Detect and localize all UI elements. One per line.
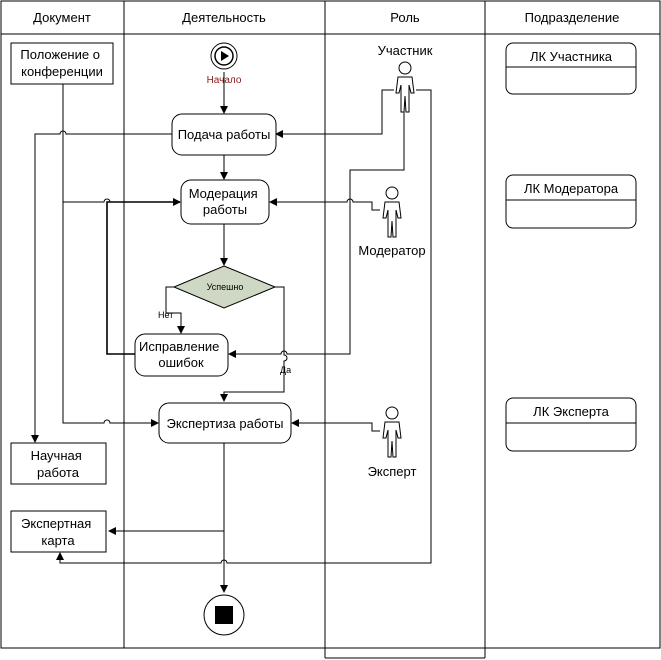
activity-fix-errors-line2: ошибок xyxy=(158,355,204,370)
document-expert-card[interactable]: Экспертная карта xyxy=(10,510,107,553)
flow-participant-to-submit xyxy=(275,89,394,138)
activity-submit-work[interactable]: Подача работы xyxy=(171,113,277,156)
department-moderator-cabinet[interactable]: ЛК Модератора xyxy=(505,174,637,229)
document-scientific-work[interactable]: Научная работа xyxy=(10,442,107,485)
flow-expert-to-expertise xyxy=(291,419,380,432)
svg-text:Экспертная карта: Экспертная карта xyxy=(21,516,95,548)
activity-fix-errors-line1: Исправление xyxy=(139,339,219,354)
activity-fix-errors[interactable]: Исправление ошибок xyxy=(134,333,229,377)
flow-decision-yes xyxy=(220,286,288,402)
document-conference-regulation-line1: Положение о xyxy=(20,47,100,62)
lane-header-role: Роль xyxy=(390,10,420,25)
start-icon xyxy=(210,42,238,70)
activity-moderation-line2: работы xyxy=(203,202,247,217)
flow-decision-no xyxy=(165,286,185,334)
decision-success-label: Успешно xyxy=(207,282,244,292)
department-expert-cabinet[interactable]: ЛК Эксперта xyxy=(505,397,637,452)
department-expert-cabinet-label: ЛК Эксперта xyxy=(533,404,609,419)
svg-text:Модерация работы: Модерация работы xyxy=(189,186,262,217)
svg-text:Экспертиза работы: Экспертиза работы xyxy=(166,416,283,431)
branch-label-yes: Да xyxy=(280,365,291,375)
branch-label-no: Нет xyxy=(158,310,173,320)
actor-participant-icon xyxy=(395,61,415,113)
actor-moderator-icon xyxy=(382,186,402,238)
lane-header-activity: Деятельность xyxy=(182,10,266,25)
actor-expert-label: Эксперт xyxy=(368,464,417,479)
department-participant-cabinet[interactable]: ЛК Участника xyxy=(505,42,637,95)
activity-expertise[interactable]: Экспертиза работы xyxy=(158,402,292,444)
start-label: Начало xyxy=(207,75,242,86)
department-participant-cabinet-label: ЛК Участника xyxy=(530,49,613,64)
flow-regulation-to-activities xyxy=(62,84,180,203)
flow-participant-to-fix xyxy=(228,112,405,358)
svg-text:Научная работа: Научная работа xyxy=(31,448,86,480)
document-expert-card-line2: карта xyxy=(41,533,75,548)
end-icon xyxy=(203,594,245,636)
document-expert-card-line1: Экспертная xyxy=(21,516,91,531)
department-moderator-cabinet-label: ЛК Модератора xyxy=(524,181,619,196)
decision-success[interactable]: Успешно xyxy=(172,265,277,309)
document-scientific-work-line1: Научная xyxy=(31,448,82,463)
activity-moderation[interactable]: Модерация работы xyxy=(180,179,270,225)
actor-expert-icon xyxy=(382,406,402,458)
document-conference-regulation[interactable]: Положение о конференции xyxy=(10,42,114,85)
activity-expertise-label: Экспертиза работы xyxy=(166,416,283,431)
document-conference-regulation-line2: конференции xyxy=(21,64,103,79)
actor-moderator-label: Модератор xyxy=(358,243,425,258)
svg-text:Положение о конференции: Положение о конференции xyxy=(20,47,103,79)
lane-header-department: Подразделение xyxy=(525,10,620,25)
activity-submit-work-label: Подача работы xyxy=(178,127,271,142)
flow-regulation-to-expertise xyxy=(62,202,159,427)
activity-moderation-line1: Модерация xyxy=(189,186,258,201)
flow-moderator-to-moderation xyxy=(269,198,380,211)
document-scientific-work-line2: работа xyxy=(37,465,80,480)
flow-submit-to-scientific-work xyxy=(31,130,172,443)
svg-text:Подача работы: Подача работы xyxy=(178,127,271,142)
actor-participant-label: Участник xyxy=(378,43,433,58)
svg-text:Исправление ошибок: Исправление ошибок xyxy=(139,339,223,370)
lane-header-document: Документ xyxy=(33,10,91,25)
flow-participant-to-expert-card xyxy=(56,89,432,564)
flow-fix-to-moderation xyxy=(106,198,181,355)
connectors xyxy=(31,72,432,593)
